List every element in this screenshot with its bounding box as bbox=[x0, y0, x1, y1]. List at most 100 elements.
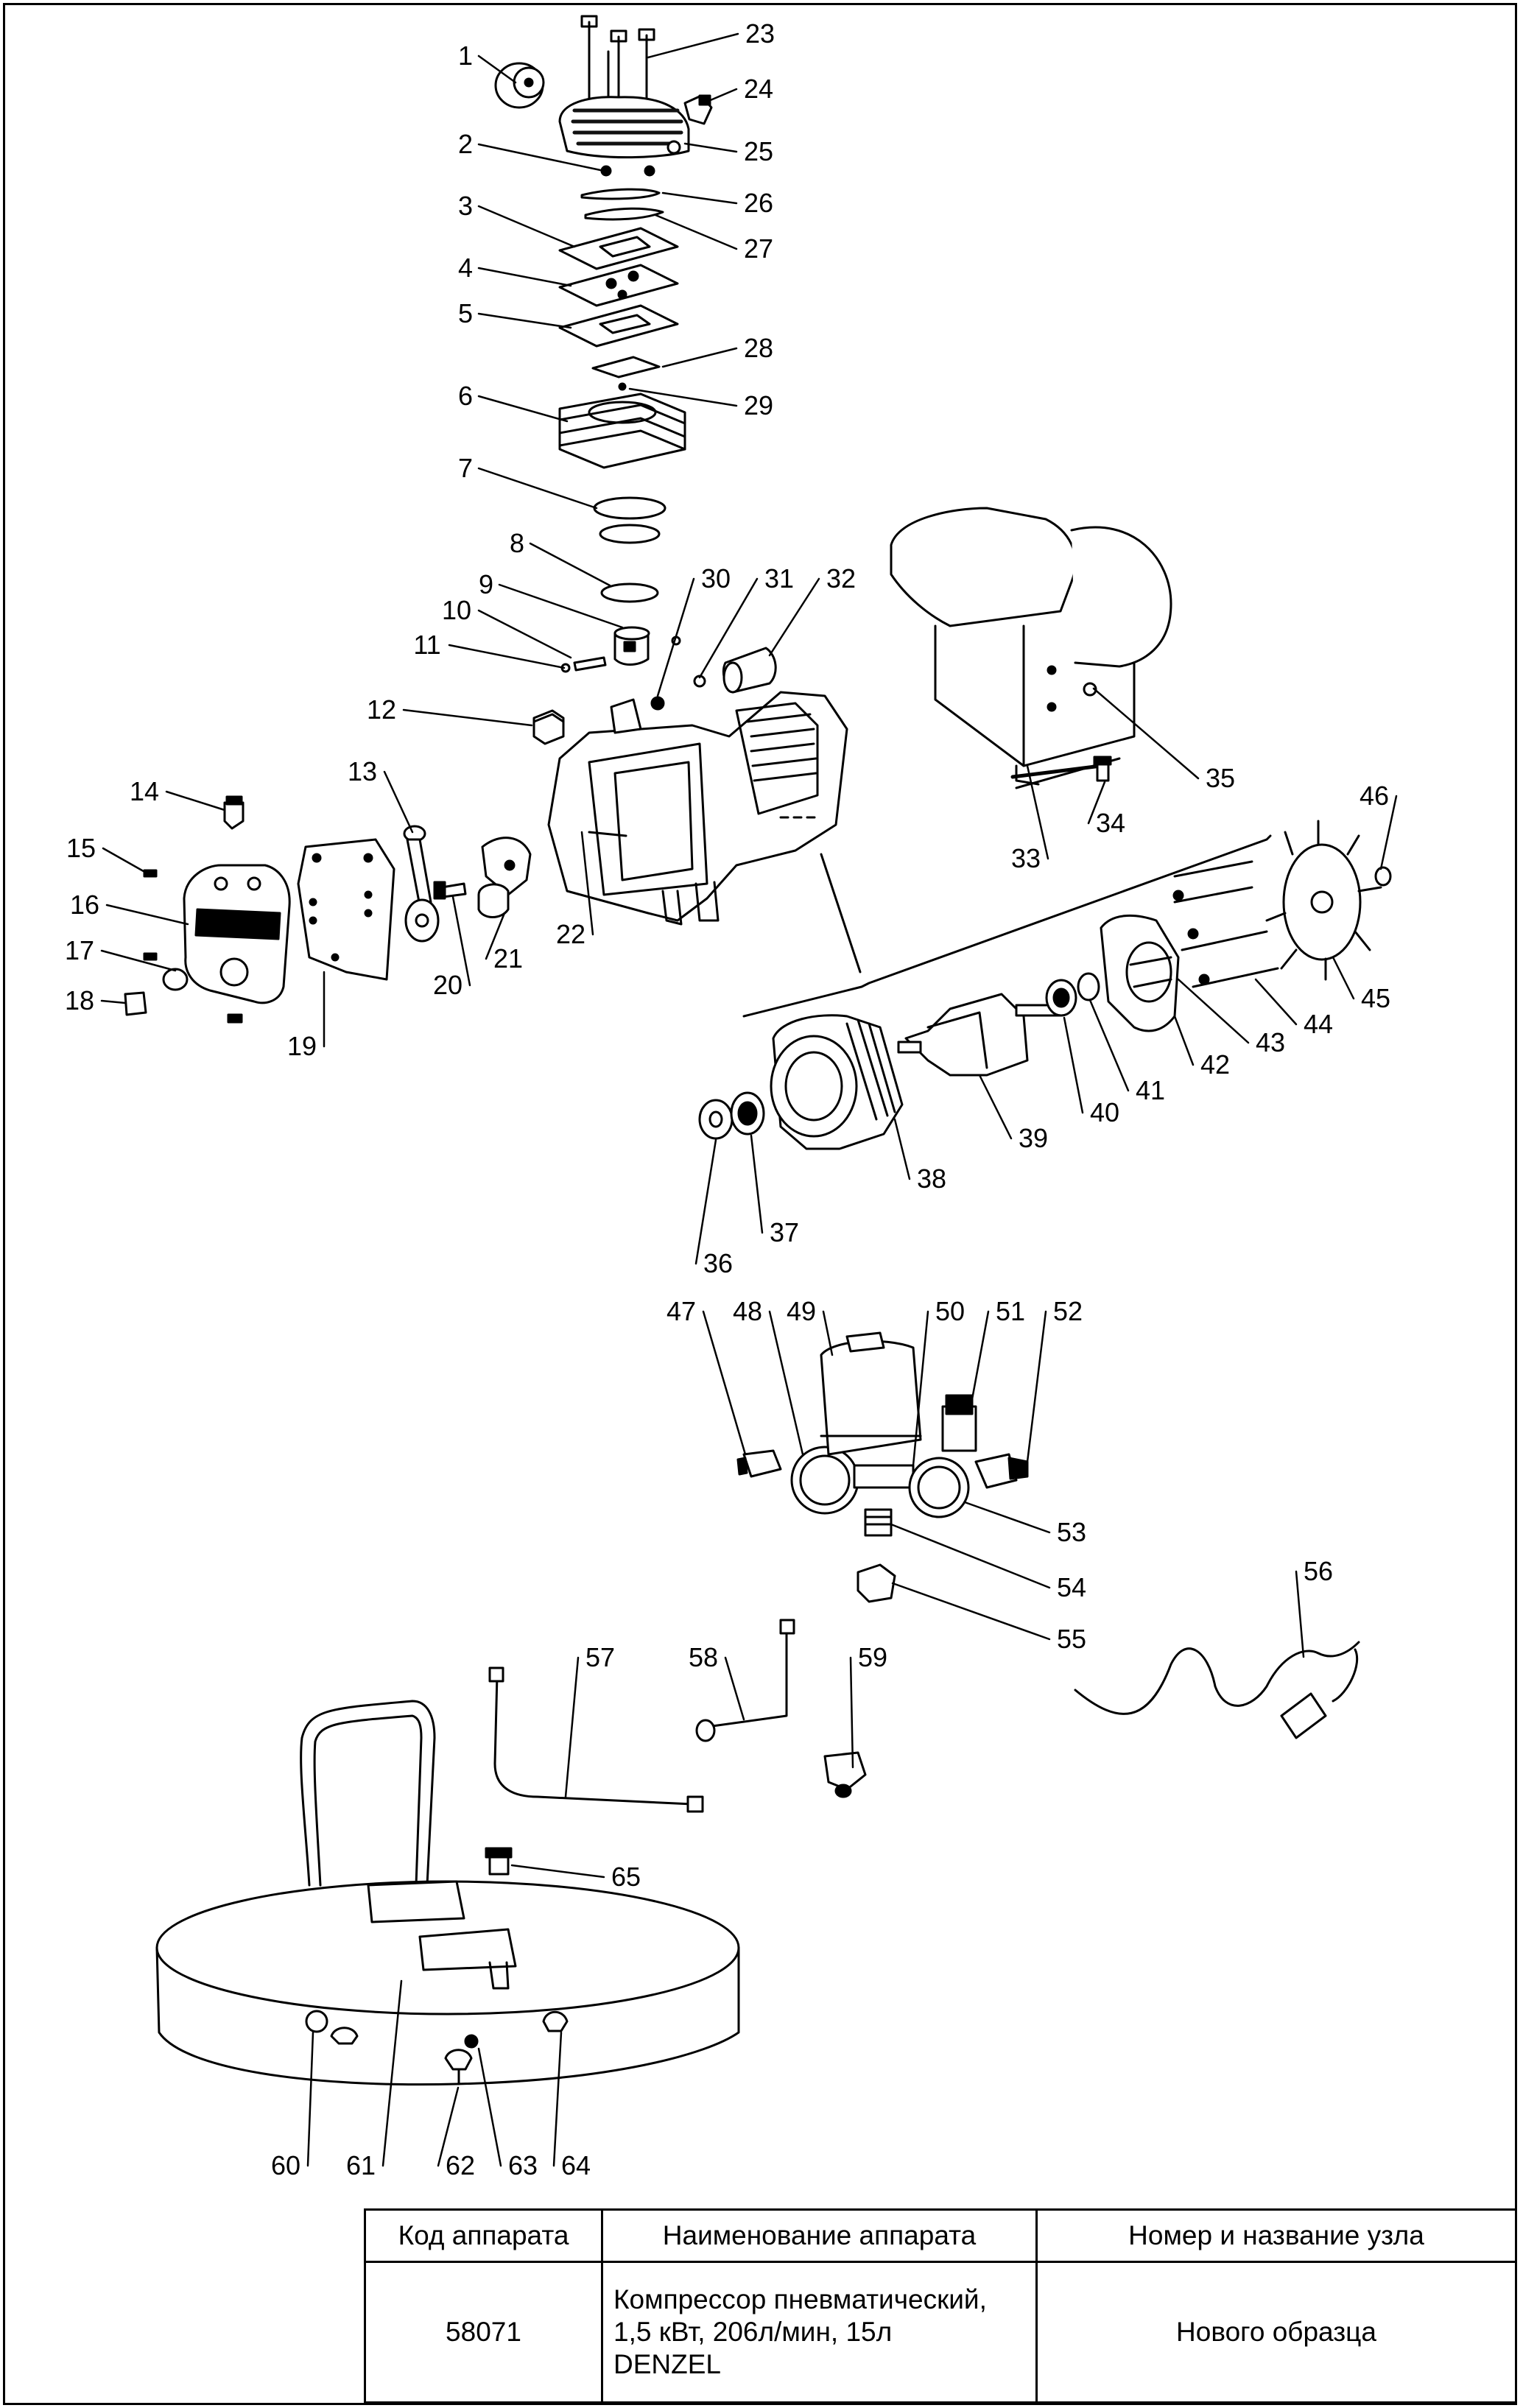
part-54-55-nipple-nut bbox=[857, 1508, 896, 1603]
callout-41: 41 bbox=[1136, 1075, 1165, 1105]
leader-line-64 bbox=[552, 2031, 563, 2167]
part-48-gauge bbox=[790, 1446, 859, 1515]
callout-42: 42 bbox=[1200, 1049, 1230, 1080]
part-57-tube bbox=[488, 1666, 704, 1813]
part-61-tank bbox=[155, 1700, 740, 2086]
callout-60: 60 bbox=[271, 2150, 300, 2180]
callout-50: 50 bbox=[935, 1296, 965, 1326]
callout-20: 20 bbox=[433, 970, 462, 1000]
callout-23: 23 bbox=[745, 18, 775, 49]
leader-line-41 bbox=[1088, 999, 1130, 1092]
part-56-power-cord bbox=[1074, 1641, 1360, 1739]
part-39-rotor bbox=[897, 993, 1062, 1077]
callout-57: 57 bbox=[585, 1642, 615, 1672]
leader-line-29 bbox=[628, 387, 738, 407]
callout-45: 45 bbox=[1361, 983, 1390, 1013]
valve-plate-stack bbox=[558, 165, 679, 391]
drawing-frame bbox=[3, 3, 1517, 2405]
title-block-table: Код аппарата Наименование аппарата Номер… bbox=[364, 2208, 1517, 2404]
cell-name-line-1: Компрессор пневматический, bbox=[613, 2284, 987, 2314]
callout-21: 21 bbox=[493, 943, 523, 974]
part-33-shroud bbox=[890, 507, 1172, 789]
leader-line-50 bbox=[912, 1310, 929, 1467]
leader-line-20 bbox=[451, 895, 471, 987]
leader-line-28 bbox=[661, 347, 738, 368]
part-36-37-bearing-washer bbox=[698, 1091, 765, 1140]
leader-line-61 bbox=[381, 1979, 403, 2167]
leader-line-35 bbox=[1092, 687, 1200, 780]
callout-10: 10 bbox=[442, 595, 471, 625]
leader-line-44 bbox=[1254, 978, 1298, 1026]
leader-line-32 bbox=[768, 577, 820, 657]
callout-35: 35 bbox=[1206, 763, 1235, 793]
callout-58: 58 bbox=[689, 1642, 718, 1672]
part-17-18-plug bbox=[124, 968, 189, 1016]
callout-59: 59 bbox=[858, 1642, 887, 1672]
leader-line-22 bbox=[580, 831, 594, 936]
tank-feet bbox=[330, 2010, 569, 2085]
leader-line-65 bbox=[510, 1864, 605, 1879]
callout-5: 5 bbox=[458, 298, 473, 328]
callout-27: 27 bbox=[744, 233, 773, 264]
leader-line-14 bbox=[165, 790, 226, 812]
part-12-block bbox=[532, 709, 565, 745]
header-unit: Номер и название узла bbox=[1035, 2208, 1517, 2263]
callout-24: 24 bbox=[744, 74, 773, 104]
part-9-piston bbox=[613, 626, 681, 666]
leader-line-7 bbox=[477, 467, 598, 510]
leader-line-51 bbox=[971, 1310, 990, 1401]
callout-1: 1 bbox=[458, 41, 473, 71]
callout-14: 14 bbox=[130, 776, 159, 806]
part-24-elbow bbox=[683, 94, 713, 125]
callout-32: 32 bbox=[826, 563, 856, 594]
head-bolts bbox=[580, 15, 655, 112]
part-16-side-cover bbox=[143, 864, 291, 1024]
cell-name-line-3: DENZEL bbox=[613, 2348, 721, 2379]
callout-38: 38 bbox=[917, 1163, 946, 1194]
callout-37: 37 bbox=[770, 1217, 799, 1247]
callout-40: 40 bbox=[1090, 1097, 1119, 1127]
cell-name: Компрессор пневматический, 1,5 кВт, 206л… bbox=[601, 2260, 1038, 2404]
leader-line-40 bbox=[1063, 1016, 1084, 1114]
leader-line-45 bbox=[1332, 956, 1355, 1000]
part-38-stator bbox=[770, 1014, 904, 1150]
part-34-screw bbox=[1093, 756, 1112, 782]
callout-11: 11 bbox=[413, 630, 440, 660]
part-10-11-pin bbox=[560, 656, 607, 673]
leader-line-5 bbox=[477, 312, 572, 329]
leader-line-27 bbox=[654, 214, 738, 250]
leader-line-6 bbox=[477, 395, 569, 423]
header-name: Наименование аппарата bbox=[601, 2208, 1038, 2263]
part-50-53-manifold bbox=[853, 1394, 1029, 1518]
callout-31: 31 bbox=[764, 563, 794, 594]
leader-line-1 bbox=[477, 54, 517, 84]
cell-unit: Нового образца bbox=[1035, 2260, 1517, 2404]
part-19-gasket bbox=[297, 838, 395, 981]
leader-line-24 bbox=[706, 88, 738, 103]
leader-line-34 bbox=[1087, 781, 1106, 825]
leader-line-12 bbox=[402, 708, 533, 727]
cell-name-line-2: 1,5 кВт, 206л/мин, 15л bbox=[613, 2316, 893, 2347]
leader-line-59 bbox=[849, 1656, 854, 1769]
callout-28: 28 bbox=[744, 333, 773, 363]
callout-2: 2 bbox=[458, 129, 473, 159]
leader-line-47 bbox=[702, 1310, 747, 1456]
callout-18: 18 bbox=[65, 985, 94, 1015]
part-7-8-gasket-rings bbox=[593, 496, 666, 603]
part-6-cylinder bbox=[558, 392, 686, 469]
leader-line-17 bbox=[100, 949, 177, 972]
parts-30-32 bbox=[650, 647, 777, 711]
leader-line-38 bbox=[893, 1118, 911, 1180]
callout-17: 17 bbox=[65, 935, 94, 965]
part-43-44-long-bolts bbox=[1172, 860, 1279, 988]
callout-12: 12 bbox=[367, 694, 396, 725]
callout-54: 54 bbox=[1057, 1572, 1086, 1602]
callout-33: 33 bbox=[1011, 843, 1041, 873]
callout-29: 29 bbox=[744, 390, 773, 420]
leader-line-26 bbox=[661, 191, 738, 205]
leader-line-56 bbox=[1295, 1570, 1305, 1658]
callout-49: 49 bbox=[787, 1296, 816, 1326]
leader-line-43 bbox=[1177, 978, 1250, 1044]
leader-line-8 bbox=[529, 542, 611, 587]
callout-55: 55 bbox=[1057, 1624, 1086, 1654]
